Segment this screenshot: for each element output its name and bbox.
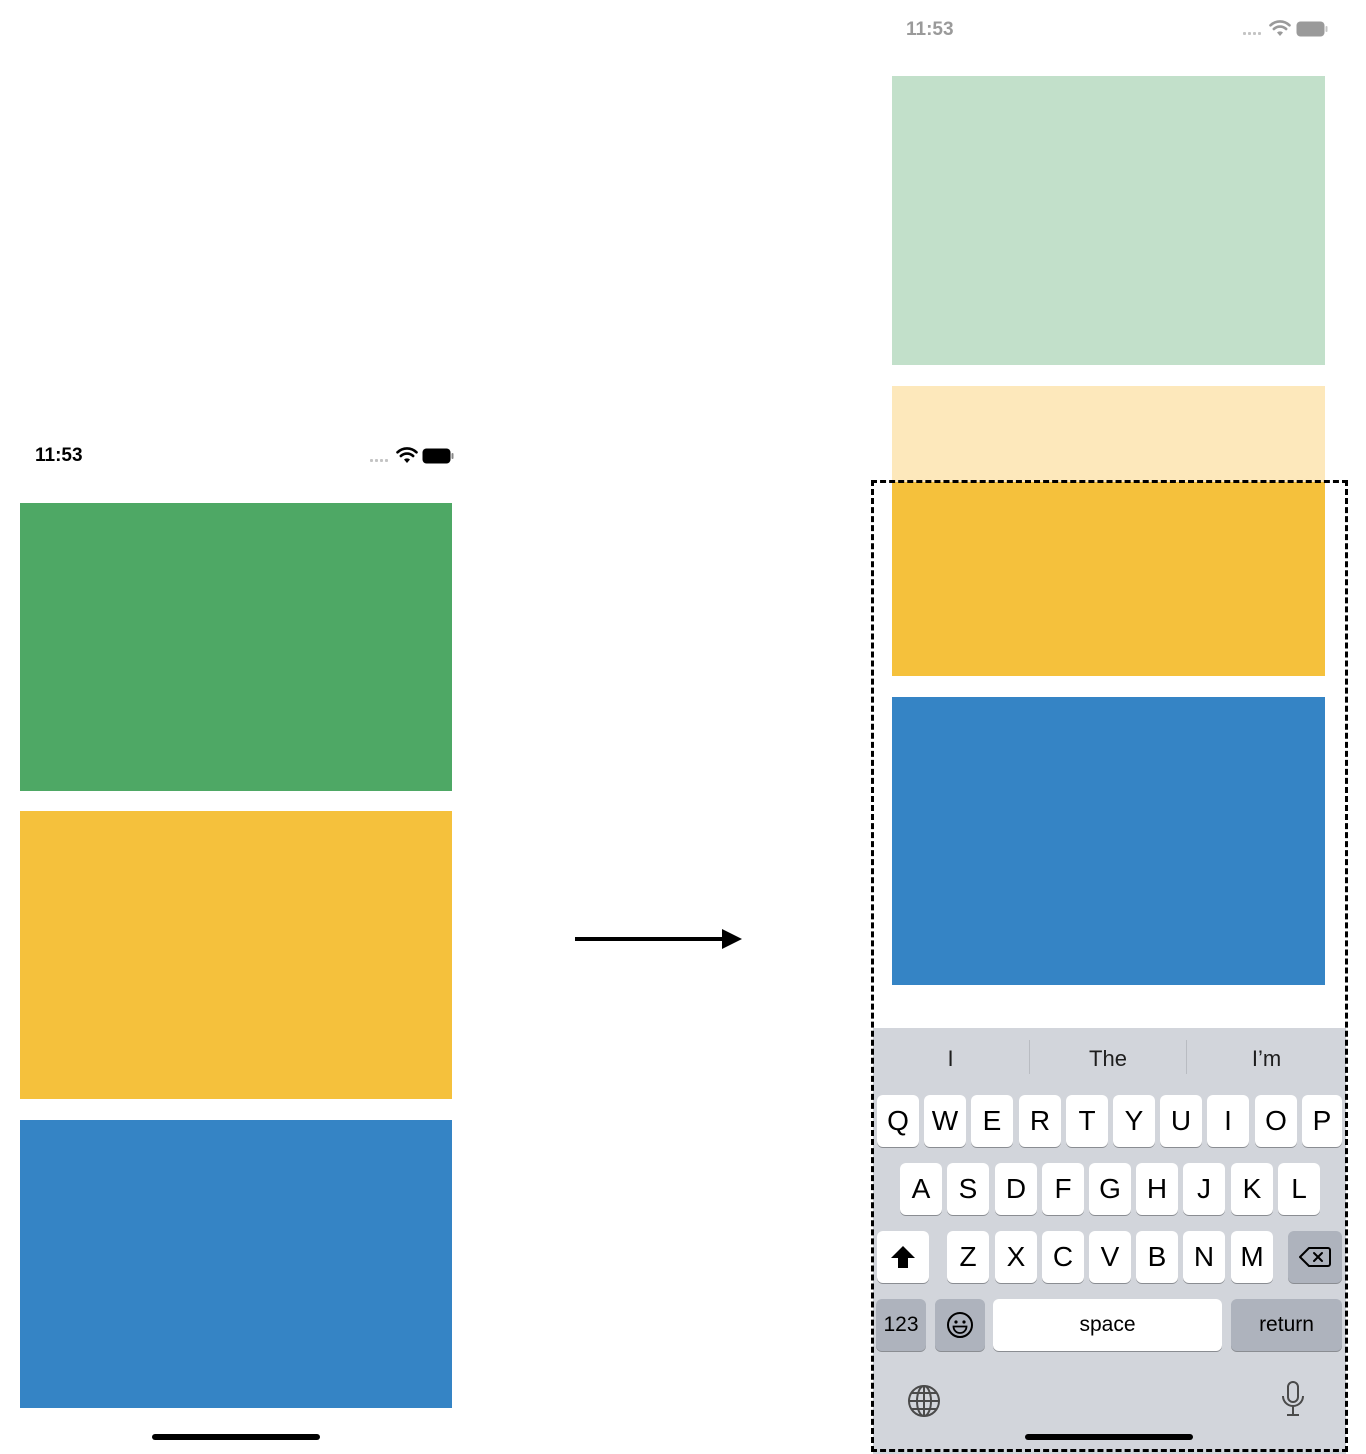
wifi-icon bbox=[396, 447, 418, 463]
key-b[interactable]: B bbox=[1136, 1231, 1178, 1283]
key-a[interactable]: A bbox=[900, 1163, 942, 1215]
shift-key[interactable] bbox=[877, 1231, 929, 1283]
wifi-icon bbox=[1269, 20, 1291, 36]
emoji-key[interactable] bbox=[935, 1299, 985, 1351]
key-d[interactable]: D bbox=[995, 1163, 1037, 1215]
status-time: 11:53 bbox=[35, 445, 83, 466]
key-x[interactable]: X bbox=[995, 1231, 1037, 1283]
key-c[interactable]: C bbox=[1042, 1231, 1084, 1283]
key-f[interactable]: F bbox=[1042, 1163, 1084, 1215]
emoji-icon bbox=[947, 1312, 973, 1338]
home-indicator bbox=[152, 1434, 320, 1440]
delete-key[interactable] bbox=[1288, 1231, 1342, 1283]
battery-icon bbox=[1296, 21, 1328, 37]
globe-icon[interactable] bbox=[906, 1383, 942, 1419]
key-g[interactable]: G bbox=[1089, 1163, 1131, 1215]
key-i[interactable]: I bbox=[1207, 1095, 1249, 1147]
suggestion-1[interactable]: I bbox=[947, 1046, 954, 1071]
key-n[interactable]: N bbox=[1183, 1231, 1225, 1283]
key-v[interactable]: V bbox=[1089, 1231, 1131, 1283]
keyboard-region-highlight bbox=[871, 480, 1348, 1452]
shift-icon bbox=[891, 1246, 915, 1268]
delete-icon bbox=[1299, 1247, 1331, 1267]
cellular-dots-icon bbox=[1243, 32, 1261, 35]
key-s[interactable]: S bbox=[947, 1163, 989, 1215]
numbers-key[interactable]: 123 bbox=[876, 1299, 926, 1351]
return-key[interactable]: return bbox=[1231, 1299, 1342, 1351]
key-y[interactable]: Y bbox=[1113, 1095, 1155, 1147]
key-e[interactable]: E bbox=[971, 1095, 1013, 1147]
cellular-dots-icon bbox=[370, 459, 388, 462]
key-j[interactable]: J bbox=[1183, 1163, 1225, 1215]
key-p[interactable]: P bbox=[1302, 1095, 1342, 1147]
key-r[interactable]: R bbox=[1019, 1095, 1061, 1147]
key-w[interactable]: W bbox=[924, 1095, 966, 1147]
green-block bbox=[20, 503, 452, 791]
blue-block bbox=[20, 1120, 452, 1408]
space-key[interactable]: space bbox=[993, 1299, 1222, 1351]
suggestion-divider bbox=[1186, 1040, 1187, 1074]
key-l[interactable]: L bbox=[1278, 1163, 1320, 1215]
keyboard: I The I’m Q W E R T Y U I O P A S D F G … bbox=[873, 1028, 1346, 1454]
key-h[interactable]: H bbox=[1136, 1163, 1178, 1215]
faded-green-block bbox=[892, 76, 1325, 365]
key-t[interactable]: T bbox=[1066, 1095, 1108, 1147]
status-time: 11:53 bbox=[906, 19, 954, 40]
faded-yellow-block bbox=[892, 386, 1325, 482]
battery-icon bbox=[422, 448, 454, 464]
yellow-block bbox=[20, 811, 452, 1099]
key-q[interactable]: Q bbox=[877, 1095, 919, 1147]
suggestion-2[interactable]: The bbox=[1089, 1046, 1127, 1071]
home-indicator bbox=[1025, 1434, 1193, 1440]
key-m[interactable]: M bbox=[1231, 1231, 1273, 1283]
microphone-icon[interactable] bbox=[1279, 1380, 1307, 1418]
suggestion-divider bbox=[1029, 1040, 1030, 1074]
blue-block bbox=[892, 697, 1325, 985]
suggestion-3[interactable]: I’m bbox=[1251, 1046, 1282, 1071]
key-o[interactable]: O bbox=[1255, 1095, 1297, 1147]
key-u[interactable]: U bbox=[1160, 1095, 1202, 1147]
yellow-block bbox=[892, 482, 1325, 676]
key-k[interactable]: K bbox=[1231, 1163, 1273, 1215]
key-z[interactable]: Z bbox=[947, 1231, 989, 1283]
